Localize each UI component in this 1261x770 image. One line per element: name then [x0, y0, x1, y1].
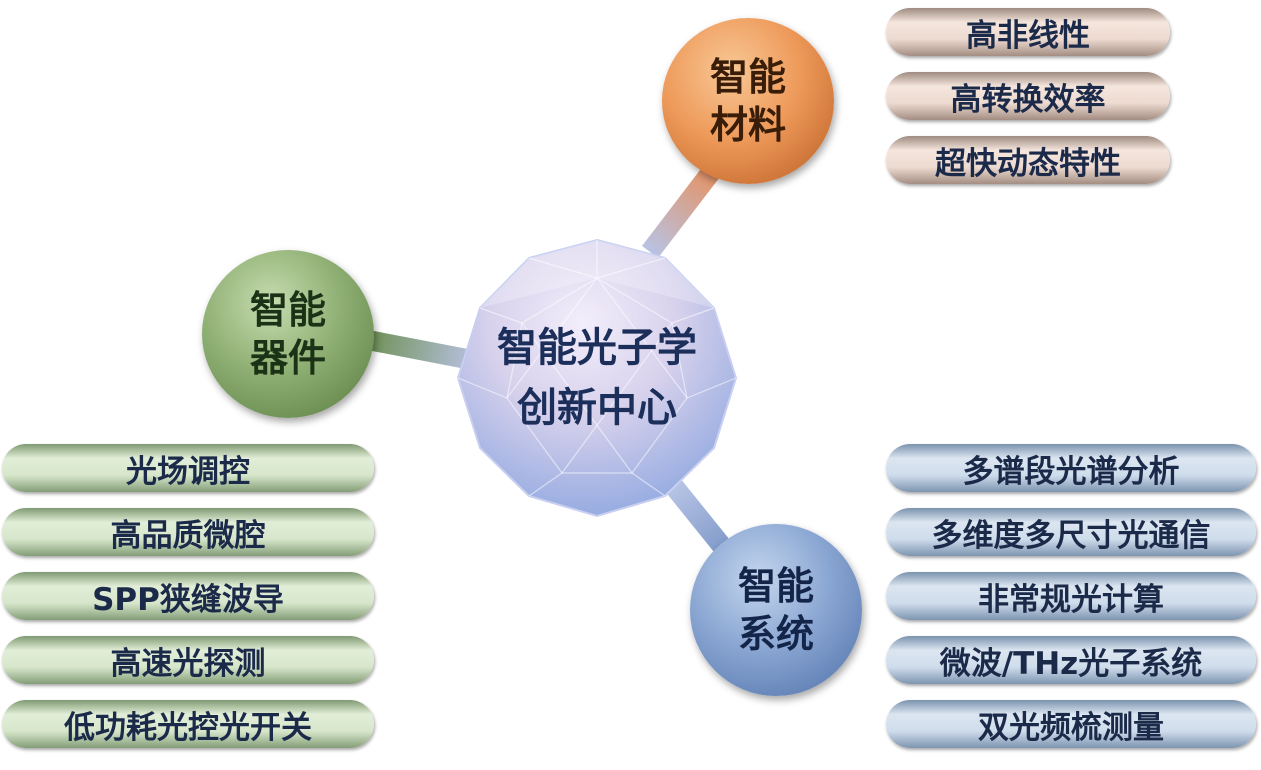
devices-item: SPP狭缝波导	[2, 572, 374, 620]
hub-title-line2: 创新中心	[517, 385, 677, 431]
node-smart-devices: 智能 器件	[202, 250, 374, 418]
node-systems-line2: 系统	[737, 612, 814, 656]
devices-item: 光场调控	[2, 444, 374, 492]
systems-item: 多谱段光谱分析	[886, 444, 1256, 492]
systems-item: 双光频梳测量	[886, 700, 1256, 748]
materials-item: 超快动态特性	[886, 136, 1170, 184]
devices-item: 高品质微腔	[2, 508, 374, 556]
node-devices-line2: 器件	[249, 336, 326, 380]
devices-item: 低功耗光控光开关	[2, 700, 374, 748]
center-hub: 智能光子学 创新中心	[452, 238, 742, 518]
materials-item: 高转换效率	[886, 72, 1170, 120]
hub-title-line1: 智能光子学	[497, 325, 697, 371]
hub-crystal-shape	[456, 238, 738, 518]
node-smart-materials: 智能 材料	[662, 18, 834, 184]
systems-item: 非常规光计算	[886, 572, 1256, 620]
node-systems-line1: 智能	[737, 564, 814, 608]
node-smart-systems: 智能 系统	[690, 524, 862, 696]
node-materials-line2: 材料	[709, 103, 786, 147]
node-devices-line1: 智能	[249, 288, 326, 332]
connector-materials	[642, 156, 726, 259]
systems-item: 多维度多尺寸光通信	[886, 508, 1256, 556]
systems-item: 微波/THz光子系统	[886, 636, 1256, 684]
connector-devices	[366, 330, 474, 370]
materials-item: 高非线性	[886, 8, 1170, 56]
node-materials-line1: 智能	[709, 55, 786, 99]
devices-item: 高速光探测	[2, 636, 374, 684]
